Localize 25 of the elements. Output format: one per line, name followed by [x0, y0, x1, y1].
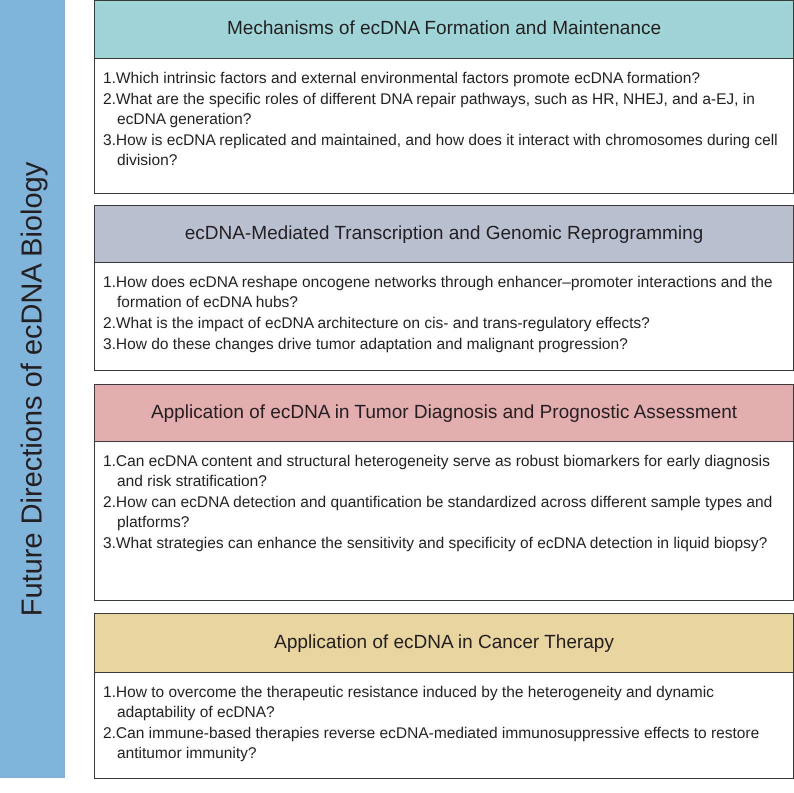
- question-text: 1.How to overcome the therapeutic resistance induced by the heterogeneity and dynamic adaptability of ecDNA?: [103, 683, 715, 723]
- question-text: 2.What are the specific roles of different DNA repair pathways, such as HR, NHEJ, and a-EJ, in ecDNA generation?: [103, 90, 756, 130]
- question-panel: [94, 441, 794, 601]
- header-title: Application of ecDNA in Tumor Diagnosis and Prognostic Assessment: [150, 400, 738, 425]
- side-banner: [0, 0, 65, 778]
- question-text: 1.Can ecDNA content and structural heterogeneity serve as robust biomarkers for early diagnosis and risk stratification?: [103, 452, 771, 492]
- question-panel: [94, 58, 794, 194]
- header-title: Mechanisms of ecDNA Formation and Maintenance: [226, 17, 662, 42]
- header-title: Application of ecDNA in Cancer Therapy: [274, 630, 614, 655]
- header-title: ecDNA-Mediated Transcription and Genomic Reprogramming: [184, 222, 704, 246]
- question-text: 1.Which intrinsic factors and external environmental factors promote ecDNA formation?: [103, 69, 702, 89]
- section-header: [94, 205, 794, 263]
- question-text: 2.What is the impact of ecDNA architecture on cis- and trans-regulatory effects?: [103, 314, 651, 334]
- question-text: 1.How does ecDNA reshape oncogene networks through enhancer–promoter interactions and the formation of ecDNA hubs?: [103, 273, 774, 313]
- section-header: [94, 384, 794, 442]
- question-panel: [94, 262, 794, 371]
- question-panel: [94, 672, 794, 779]
- question-text: 3.How do these changes drive tumor adaptation and malignant progression?: [103, 335, 629, 355]
- question-text: 2.How can ecDNA detection and quantification be standardized across different sample types and platforms?: [103, 493, 774, 533]
- question-text: 3.How is ecDNA replicated and maintained, and how does it interact with chromosomes during cell division?: [103, 131, 779, 171]
- section-header: [94, 613, 794, 673]
- question-text: 2.Can immune-based therapies reverse ecDNA-mediated immunosuppressive effects to restore antitumor immunity?: [103, 724, 760, 764]
- question-text: 3.What strategies can enhance the sensitivity and specificity of ecDNA detection in liquid biopsy?: [103, 534, 768, 554]
- section-header: [94, 0, 794, 59]
- banner-title: Future Directions of ecDNA Biology: [18, 162, 47, 616]
